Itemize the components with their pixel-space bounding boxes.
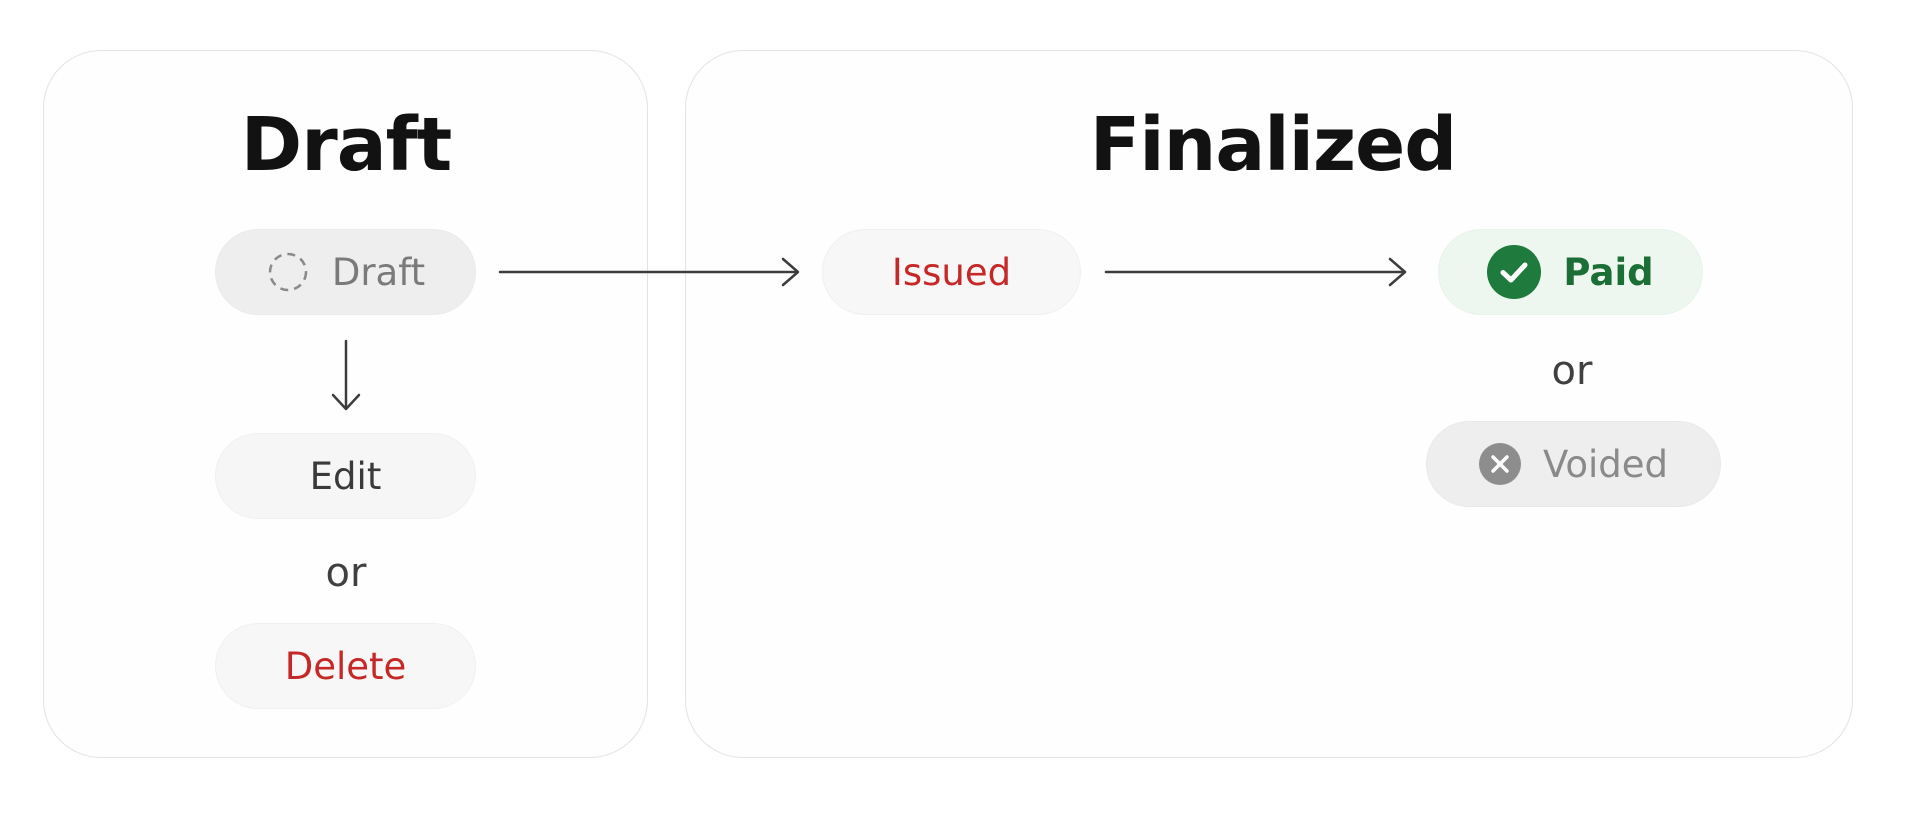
issued-label: Issued (891, 250, 1012, 294)
delete-label: Delete (284, 644, 407, 688)
edit-label: Edit (309, 454, 382, 498)
finalized-panel-title: Finalized (1089, 102, 1458, 188)
voided-status-pill: Voided (1426, 421, 1721, 507)
x-circle-icon (1478, 443, 1521, 485)
or-label-draft: or (325, 550, 367, 596)
edit-button[interactable]: Edit (215, 433, 476, 519)
delete-button[interactable]: Delete (215, 623, 476, 709)
draft-status-pill: Draft (215, 229, 476, 315)
finalized-panel (685, 50, 1853, 758)
draft-panel-title: Draft (240, 102, 452, 188)
check-circle-icon (1487, 245, 1542, 299)
voided-label: Voided (1542, 442, 1669, 486)
or-label-finalized: or (1551, 348, 1593, 394)
draft-status-label: Draft (331, 250, 426, 294)
paid-label: Paid (1563, 250, 1654, 294)
dashed-circle-icon (266, 250, 310, 294)
issued-status-pill: Issued (822, 229, 1081, 315)
paid-status-pill: Paid (1438, 229, 1703, 315)
